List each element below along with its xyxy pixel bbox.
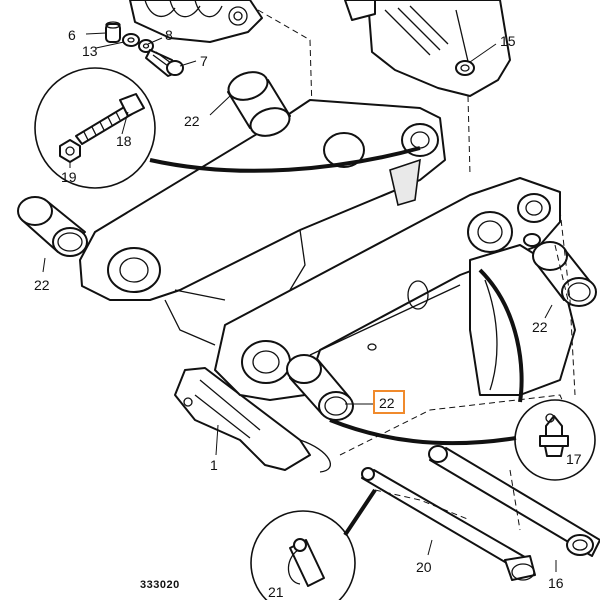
label-22-highlight: 22 [379, 395, 395, 411]
drawing-reference: 333020 [140, 579, 180, 591]
label-18: 18 [116, 133, 132, 149]
detail-circle-bolt [34, 67, 421, 189]
label-7: 7 [200, 53, 208, 69]
bushing-upper [227, 71, 291, 137]
detail-circle-nipple [329, 268, 596, 481]
callout-labels: 6 13 8 7 15 22 18 19 22 22 22 17 1 20 16… [34, 27, 582, 600]
label-15: 15 [500, 33, 516, 49]
label-22-upper: 22 [184, 113, 200, 129]
label-6: 6 [68, 27, 76, 43]
label-22-left: 22 [34, 277, 50, 293]
label-8: 8 [165, 27, 173, 43]
bushing-front [286, 354, 354, 421]
label-16: 16 [548, 575, 564, 591]
pin-20 [361, 467, 536, 581]
small-fasteners [105, 21, 184, 77]
label-1: 1 [210, 457, 218, 473]
label-21: 21 [268, 584, 284, 600]
highlight-box [373, 390, 405, 414]
leader-lines [42, 32, 557, 572]
label-19: 19 [61, 169, 77, 185]
spring-housing [129, 0, 263, 43]
label-13: 13 [82, 43, 98, 59]
label-17: 17 [566, 451, 582, 467]
bushing-left [17, 196, 88, 257]
label-20: 20 [416, 559, 432, 575]
detail-circle-pin [250, 488, 377, 600]
main-frame [79, 99, 576, 473]
label-22-right: 22 [532, 319, 548, 335]
bushing-right [532, 241, 597, 307]
mounting-bracket [257, 0, 511, 176]
